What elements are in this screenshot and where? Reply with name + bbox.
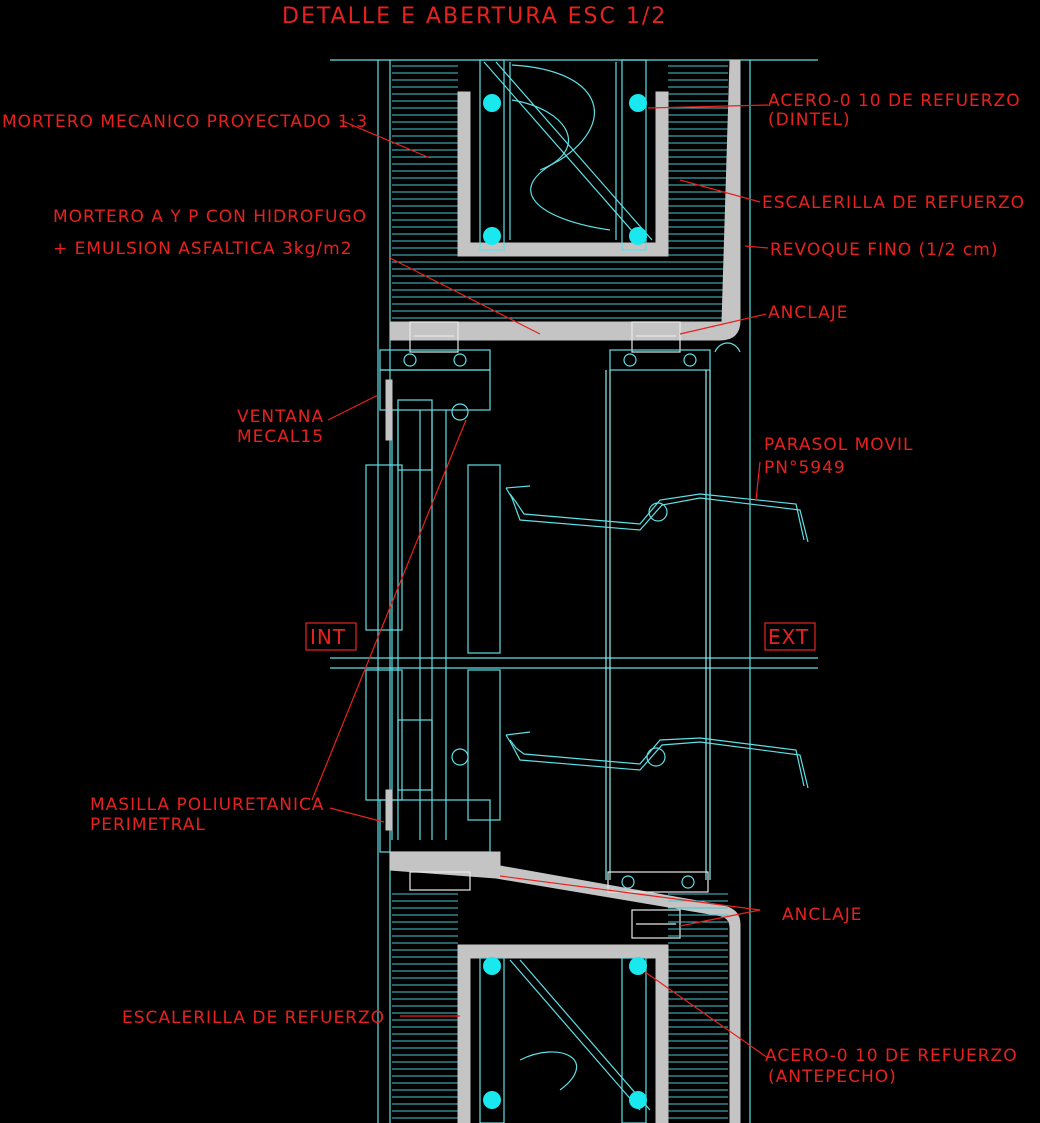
svg-text:INT: INT [310,625,346,649]
wall-outline [330,59,818,1123]
sill [389,851,741,1123]
label-anclaje-top: ANCLAJE [768,303,848,323]
label-ventana-1: VENTANA [237,407,324,427]
lintel-block [389,59,741,341]
label-acero-dintel-1: ACERO-0 10 DE REFUERZO [768,91,1021,111]
drawing-title: DETALLE E ABERTURA ESC 1/2 [282,4,667,29]
leader-lines [311,104,769,1059]
rebar-dintel-1 [483,94,501,112]
label-anclaje-bottom: ANCLAJE [782,905,862,925]
window-frame [365,369,501,853]
rebar-dintel-4 [629,227,647,245]
rebar-antepecho-3 [483,1091,501,1109]
label-escalerilla-bottom: ESCALERILLA DE REFUERZO [122,1008,385,1028]
svg-text:EXT: EXT [768,625,809,649]
rebar-dintel-3 [483,227,501,245]
label-acero-antepecho-1: ACERO-0 10 DE REFUERZO [765,1046,1018,1066]
label-mortero-ayp-1: MORTERO A Y P CON HIDROFUGO [53,207,367,227]
label-escalerilla-top: ESCALERILLA DE REFUERZO [762,193,1025,213]
label-acero-antepecho-2: (ANTEPECHO) [768,1067,897,1087]
label-mortero-ayp-2: + EMULSION ASFALTICA 3kg/m2 [53,239,353,259]
label-ventana-2: MECAL15 [237,427,324,447]
parasol-guide [605,370,711,880]
rebar-antepecho-4 [629,1091,647,1109]
parasol-blade-lower [505,731,809,789]
label-parasol-1: PARASOL MOVIL [764,435,913,455]
rebar-antepecho-2 [629,957,647,975]
rebar-dintel-2 [629,94,647,112]
ext-marker: EXT [764,622,816,651]
label-mortero-mecanico: MORTERO MECANICO PROYECTADO 1:3 [2,112,368,132]
label-masilla-2: PERIMETRAL [90,815,206,835]
int-marker: INT [305,622,357,651]
label-parasol-2: PN°5949 [764,458,846,478]
label-revoque-fino: REVOQUE FINO (1/2 cm) [770,240,998,260]
label-acero-dintel-2: (DINTEL) [768,110,851,130]
parasol-blade-upper [505,485,809,543]
rebar-antepecho-1 [483,957,501,975]
label-masilla-1: MASILLA POLIURETANICA [90,795,325,815]
